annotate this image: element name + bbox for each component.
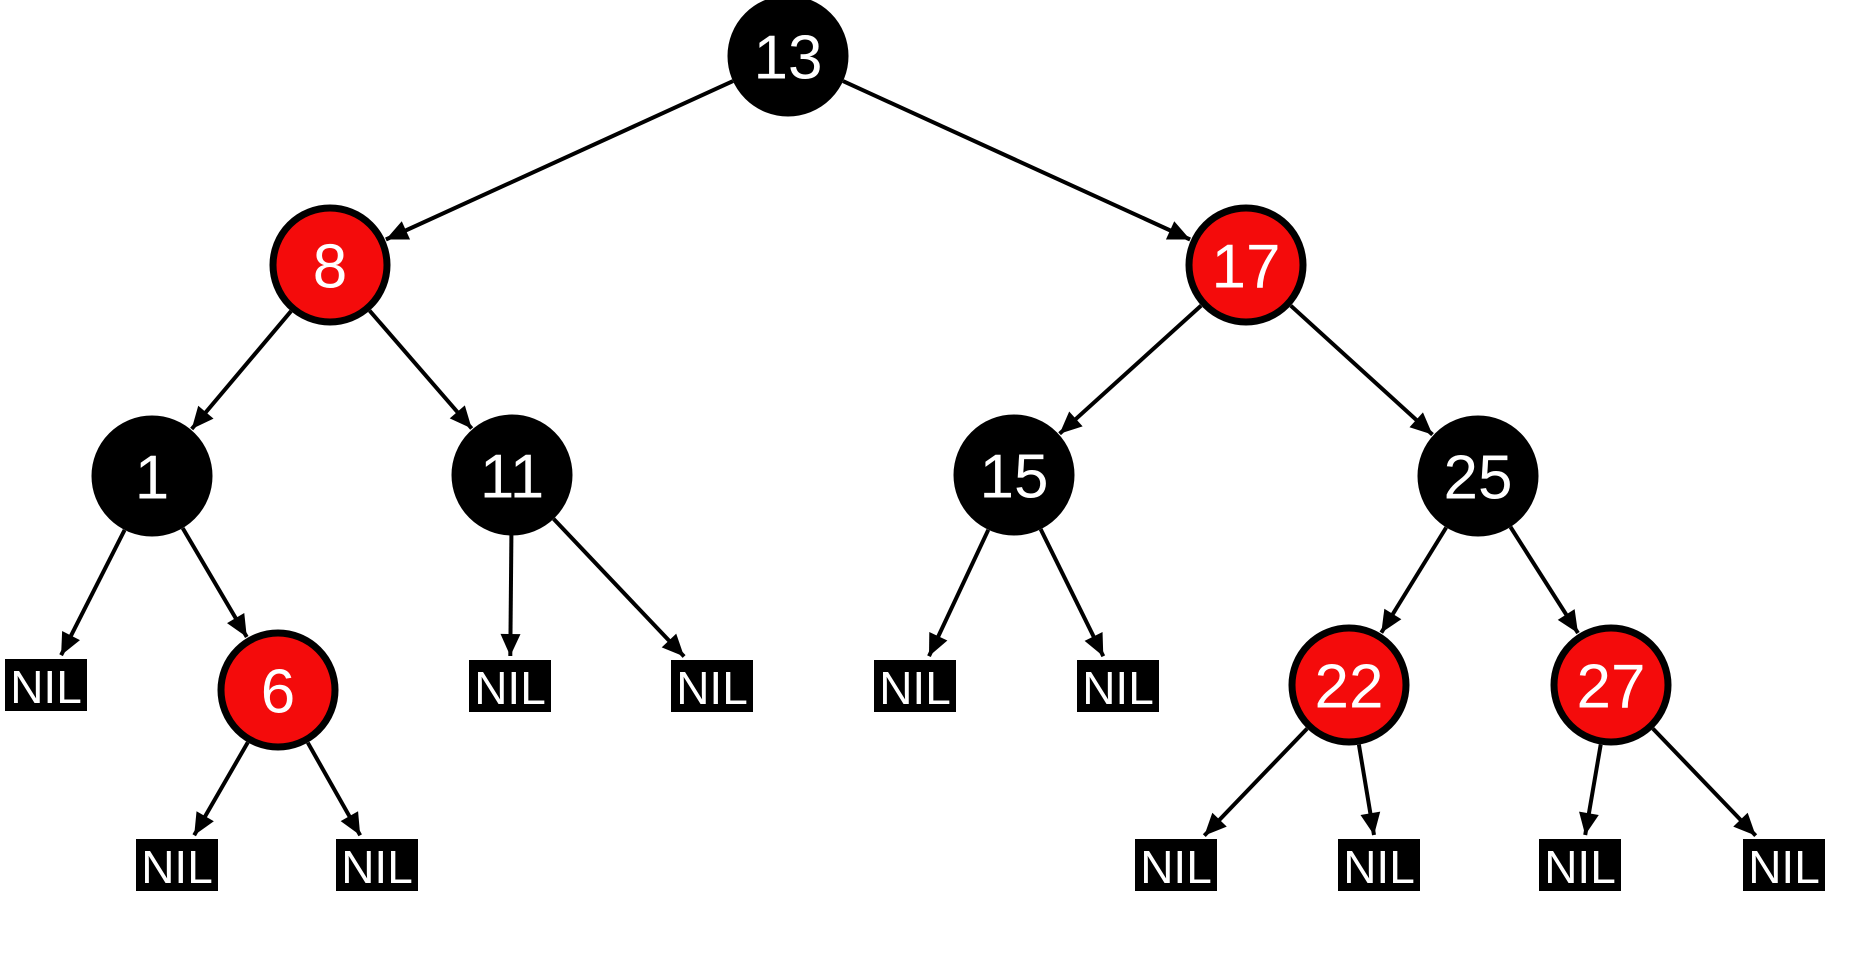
nil-box (1338, 839, 1420, 891)
edge-25-to-22 (1379, 526, 1448, 634)
node-key-label: 15 (980, 443, 1049, 512)
nil-leaf-nil-11L: NIL (469, 660, 551, 714)
node-key-label: 13 (754, 24, 823, 93)
tree-node-13-black: 13 (727, 0, 849, 117)
node-circle (451, 414, 573, 536)
tree-node-17-red: 17 (1185, 204, 1307, 326)
nil-box (1743, 839, 1825, 891)
edge-13-to-8 (385, 79, 734, 242)
nil-label: NIL (341, 841, 413, 893)
edge-8-to-1 (190, 309, 293, 431)
nil-label: NIL (879, 662, 951, 714)
nil-label: NIL (1544, 841, 1616, 893)
nil-label: NIL (1082, 662, 1154, 714)
node-circle (217, 629, 339, 751)
edge-15-to-nil-15L (927, 528, 991, 658)
tree-node-25-black: 25 (1417, 415, 1539, 537)
node-circle (1288, 624, 1410, 746)
nil-label: NIL (141, 841, 213, 893)
node-key-label: 27 (1577, 653, 1646, 722)
nil-leaf-nil-22R: NIL (1338, 839, 1420, 893)
nil-label: NIL (676, 662, 748, 714)
edge-6-to-nil-6R (306, 741, 362, 837)
edge-11-to-nil-11L (500, 535, 521, 657)
nil-box (1077, 660, 1159, 712)
nil-leaf-nil-15L: NIL (874, 660, 956, 714)
nil-box (336, 839, 418, 891)
nil-leaf-nil-6R: NIL (336, 839, 418, 893)
node-key-label: 25 (1444, 444, 1513, 513)
tree-node-8-red: 8 (269, 204, 391, 326)
node-circle (91, 415, 213, 537)
node-circle (269, 204, 391, 326)
edge-6-to-nil-6L (192, 741, 250, 837)
edge-22-to-nil-22L (1202, 727, 1309, 837)
nil-leaf-nil-27L: NIL (1539, 839, 1621, 893)
edge-22-to-nil-22R (1356, 744, 1381, 836)
edge-15-to-nil-15R (1038, 528, 1106, 658)
node-circle (1417, 415, 1539, 537)
nil-box (1539, 839, 1621, 891)
edge-1-to-6 (180, 527, 249, 639)
nil-leaf-nil-22L: NIL (1135, 839, 1217, 893)
nil-box (5, 659, 87, 711)
nil-leaf-nil-6L: NIL (136, 839, 218, 893)
tree-node-6-red: 6 (217, 629, 339, 751)
edge-25-to-27 (1508, 525, 1580, 635)
edge-17-to-25 (1289, 304, 1434, 437)
nil-box (671, 660, 753, 712)
node-key-label: 17 (1212, 233, 1281, 302)
edge-27-to-nil-27L (1579, 744, 1603, 836)
nil-box (1135, 839, 1217, 891)
tree-node-1-black: 1 (91, 415, 213, 537)
node-circle (1185, 204, 1307, 326)
nil-box (136, 839, 218, 891)
nil-label: NIL (474, 662, 546, 714)
node-circle (1550, 624, 1672, 746)
edge-13-to-17 (842, 79, 1191, 242)
node-key-label: 1 (135, 444, 169, 513)
node-key-label: 11 (480, 443, 544, 512)
nil-box (469, 660, 551, 712)
edge-1-to-nil-1L (59, 529, 127, 657)
nil-label: NIL (1343, 841, 1415, 893)
node-circle (727, 0, 849, 117)
tree-node-27-red: 27 (1550, 624, 1672, 746)
tree-node-22-red: 22 (1288, 624, 1410, 746)
edge-8-to-11 (368, 309, 474, 430)
tree-node-11-black: 11 (451, 414, 573, 536)
tree-node-15-black: 15 (953, 414, 1075, 536)
node-key-label: 8 (313, 233, 347, 302)
nil-box (874, 660, 956, 712)
node-circle (953, 414, 1075, 536)
edge-27-to-nil-27R (1651, 727, 1758, 837)
nil-leaf-nil-1L: NIL (5, 659, 87, 713)
nil-leaf-nil-27R: NIL (1743, 839, 1825, 893)
edge-11-to-nil-11R (552, 517, 686, 658)
node-key-label: 22 (1315, 653, 1384, 722)
nil-label: NIL (1140, 841, 1212, 893)
nil-leaf-nil-15R: NIL (1077, 660, 1159, 714)
nil-leaf-nil-11R: NIL (671, 660, 753, 714)
edge-17-to-15 (1058, 304, 1203, 436)
nil-label: NIL (1748, 841, 1820, 893)
node-key-label: 6 (261, 658, 295, 727)
nil-label: NIL (10, 661, 82, 713)
